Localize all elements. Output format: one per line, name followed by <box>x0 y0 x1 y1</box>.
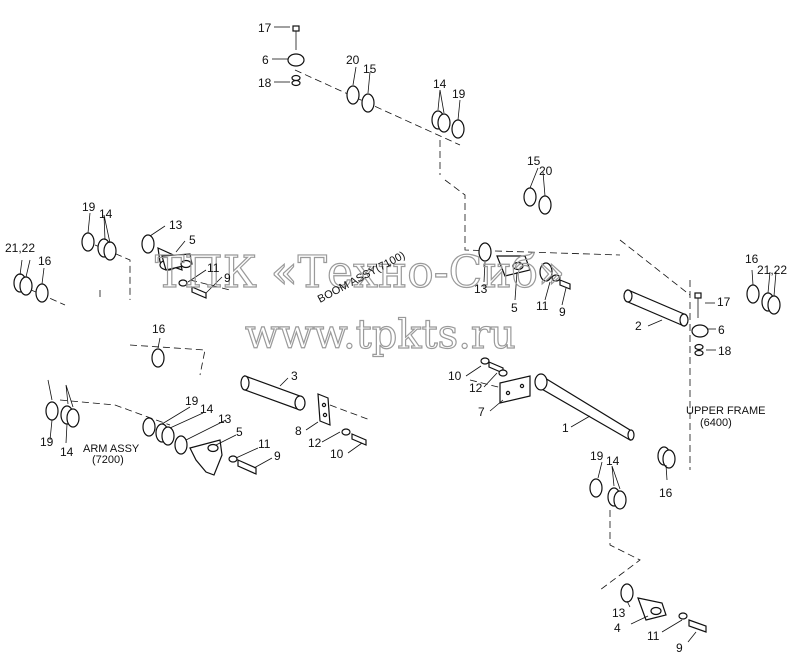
callout-label: 18 <box>258 76 272 90</box>
callout-label: 5 <box>236 425 243 439</box>
callout-label: 9 <box>559 305 566 319</box>
callout-label: 7 <box>478 405 485 419</box>
callout-label: 2 <box>635 319 642 333</box>
callout-label: 3 <box>291 369 298 383</box>
callout-label: 10 <box>330 447 344 461</box>
pin-4 <box>620 583 707 633</box>
callout-label: 19 <box>40 435 54 449</box>
callout-label: 9 <box>274 449 281 463</box>
callout-label: 15 <box>363 62 377 76</box>
callout-label: 14 <box>433 77 447 91</box>
washers-16-21-22-right <box>746 284 781 315</box>
washers-19-14-lower <box>589 478 627 510</box>
washers-15-20-right <box>523 187 552 215</box>
bolt-17-right <box>691 292 709 357</box>
callout-label: 18 <box>718 344 732 358</box>
pin-5-lower <box>174 435 257 476</box>
callout-label: 21,22 <box>757 263 787 277</box>
callout-label: 15 <box>527 154 541 168</box>
callout-label: 14 <box>99 207 113 221</box>
callout-label: 13 <box>612 606 626 620</box>
callout-label: 4 <box>614 621 621 635</box>
callout-label: 19 <box>82 200 96 214</box>
callout-label: 16 <box>745 252 759 266</box>
callout-label: 10 <box>448 369 462 383</box>
callout-label: 12 <box>308 436 322 450</box>
callout-label: 9 <box>224 271 231 285</box>
callout-label: 5 <box>511 301 518 315</box>
callout-label: 6 <box>262 53 269 67</box>
callout-labels: 17 6 18 20 15 14 19 15 20 19 14 21,22 16… <box>5 21 787 655</box>
callout-label: 11 <box>258 437 271 451</box>
callout-label: 13 <box>474 282 488 296</box>
callout-label: 17 <box>258 21 272 35</box>
callout-label: 11 <box>536 299 549 313</box>
callout-label: 16 <box>659 486 673 500</box>
callout-label: 17 <box>717 295 731 309</box>
upper-frame-note-line2: (6400) <box>700 417 732 429</box>
upper-frame-note-line1: UPPER FRAME <box>686 405 765 417</box>
callout-label: 1 <box>562 421 569 435</box>
callout-label: 19 <box>185 394 199 408</box>
leader-lines <box>19 26 777 643</box>
washers-20-15-top <box>346 85 375 113</box>
callout-label: 14 <box>200 402 214 416</box>
plate-7 <box>499 375 531 404</box>
callout-label: 9 <box>676 641 683 655</box>
callout-label: 16 <box>152 322 166 336</box>
callout-label: 20 <box>539 164 553 178</box>
watermark-line2: www.tpkts.ru <box>245 312 516 358</box>
pin-2 <box>623 289 689 327</box>
pin-1 <box>534 373 635 442</box>
plate-8 <box>317 393 331 426</box>
callout-label: 13 <box>169 218 183 232</box>
watermark-line1: ТПК «Техно-Сиб» <box>155 247 565 298</box>
pin-5-left <box>141 234 207 299</box>
bolt-10-12-center <box>341 357 508 446</box>
callout-label: 12 <box>469 381 483 395</box>
washer-16-left <box>151 348 165 368</box>
watermark: ТПК «Техно-Сиб» www.tpkts.ru <box>154 246 565 358</box>
parts <box>13 25 781 633</box>
washers-19-14-arm <box>45 401 80 428</box>
washers-19-14-middle <box>142 417 175 446</box>
callout-label: 19 <box>590 449 604 463</box>
callout-label: 21,22 <box>5 241 35 255</box>
callout-label: 5 <box>189 233 196 247</box>
callout-label: 6 <box>718 323 725 337</box>
pin-3 <box>240 375 306 411</box>
arm-assy-note-line1: ARM ASSY <box>83 443 140 455</box>
callout-label: 14 <box>606 454 620 468</box>
callout-label: 16 <box>38 254 52 268</box>
callout-label: 11 <box>207 261 220 275</box>
bolt-17-top <box>287 25 305 87</box>
callout-label: 13 <box>218 412 232 426</box>
callout-label: 20 <box>346 53 360 67</box>
pin-5-center <box>478 242 571 290</box>
washers-14-19-top <box>431 110 465 139</box>
arm-assy-note-line2: (7200) <box>92 454 124 466</box>
washers-19-14-left <box>81 232 117 261</box>
callout-label: 8 <box>295 424 302 438</box>
callout-label: 14 <box>60 445 74 459</box>
callout-label: 19 <box>452 87 466 101</box>
washer-16-right-lower <box>657 446 676 469</box>
callout-label: 11 <box>647 629 660 643</box>
